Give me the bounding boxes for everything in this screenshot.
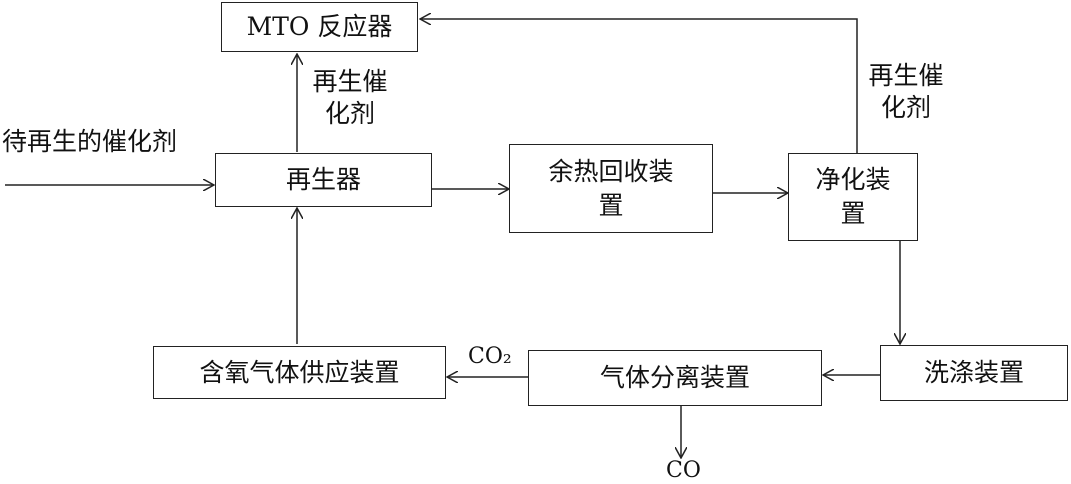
regenerated-catalyst-right-label: 再生催化剂 [868,61,944,122]
waste-heat-recovery-label: 余热回收装置 [548,156,674,220]
mto-reactor-label: MTO 反应器 [246,12,393,41]
spent-catalyst-label: 待再生的催化剂 [2,127,178,156]
arrow-purifier-to-reactor [420,19,858,153]
gas-separation-box: 气体分离装置 [528,350,822,406]
regenerator-box: 再生器 [215,153,432,207]
gas-separation-label: 气体分离装置 [599,363,750,392]
purification-box: 净化装置 [788,153,918,241]
oxygen-gas-supply-label: 含氧气体供应装置 [199,357,400,387]
washing-box: 洗涤装置 [880,345,1068,401]
washing-label: 洗涤装置 [923,358,1024,387]
waste-heat-recovery-box: 余热回收装置 [509,144,713,233]
mto-reactor-box: MTO 反应器 [221,2,418,52]
co2-label: CO₂ [468,344,512,369]
regenerated-catalyst-left-label: 再生催化剂 [312,67,388,128]
regenerator-label: 再生器 [285,165,361,194]
oxygen-gas-supply-box: 含氧气体供应装置 [153,346,446,399]
purification-label: 净化装置 [815,165,891,228]
co-label: CO [666,458,701,483]
